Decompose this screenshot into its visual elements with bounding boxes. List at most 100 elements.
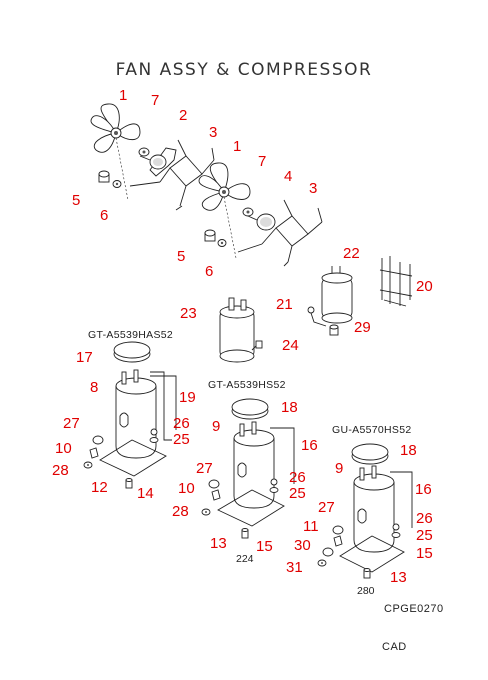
washer-25a xyxy=(149,437,159,443)
callout-18a: 18 xyxy=(281,399,298,416)
model-label-3: GU-A5570HS52 xyxy=(332,424,412,436)
callout-4: 4 xyxy=(284,168,292,185)
accumulator-22 xyxy=(321,266,353,324)
callout-21: 21 xyxy=(276,296,293,313)
base-plate-15a xyxy=(217,489,285,527)
callout-16a: 16 xyxy=(301,437,318,454)
bolt-13b xyxy=(363,568,371,579)
callout-10b: 10 xyxy=(178,480,195,497)
nut-26c xyxy=(392,523,400,531)
bolt-12 xyxy=(125,478,133,489)
callout-8: 8 xyxy=(90,379,98,396)
base-plate-15b xyxy=(339,535,405,573)
callout-6a: 6 xyxy=(100,207,108,224)
callout-1a: 1 xyxy=(119,87,127,104)
callout-13b: 13 xyxy=(390,569,407,586)
callout-28a: 28 xyxy=(52,462,69,479)
fan-blade-1 xyxy=(90,103,141,153)
model-label-2: GT-A5539HS52 xyxy=(208,379,286,391)
washer-6b xyxy=(217,239,227,247)
callout-6b: 6 xyxy=(205,263,213,280)
nut-24 xyxy=(251,340,263,351)
motor-bracket-1 xyxy=(129,139,215,211)
base-plate-14 xyxy=(99,439,167,477)
screw-21 xyxy=(307,306,327,327)
callout-7a: 7 xyxy=(151,92,159,109)
callout-27b: 27 xyxy=(196,460,213,477)
callout-22: 22 xyxy=(343,245,360,262)
callout-27c: 27 xyxy=(318,499,335,516)
callout-11: 11 xyxy=(303,518,319,535)
callout-26c: 26 xyxy=(416,510,433,527)
callout-29: 29 xyxy=(354,319,371,336)
compressor-cap-18a xyxy=(231,398,269,420)
bushing-5b xyxy=(204,229,216,242)
callout-10a: 10 xyxy=(55,440,72,457)
fan-motor-4 xyxy=(247,213,276,231)
callout-20: 20 xyxy=(416,278,433,295)
cad-label: CAD xyxy=(382,641,407,653)
callout-31: 31 xyxy=(286,559,303,576)
callout-13a: 13 xyxy=(210,535,227,552)
callout-30: 30 xyxy=(294,537,311,554)
fitting-27c xyxy=(332,525,344,535)
compressor-cap-18b xyxy=(351,443,389,465)
callout-15a: 15 xyxy=(256,538,273,555)
callout-12: 12 xyxy=(91,479,108,496)
grommet-29 xyxy=(329,324,339,336)
fitting-11 xyxy=(333,535,343,547)
callout-24: 24 xyxy=(282,337,299,354)
callout-25c: 25 xyxy=(416,527,433,544)
callout-18b: 18 xyxy=(400,442,417,459)
callout-26b: 26 xyxy=(289,469,306,486)
callout-14: 14 xyxy=(137,485,154,502)
diagram-title: FAN ASSY & COMPRESSOR xyxy=(115,60,373,80)
fitting-10b xyxy=(211,489,221,501)
compressor-cap-17 xyxy=(113,341,151,363)
callout-9b: 9 xyxy=(335,460,343,477)
soundproof-19 xyxy=(150,375,177,430)
motor-bracket-2 xyxy=(237,199,323,267)
nut-26a xyxy=(150,428,158,436)
callout-15b: 15 xyxy=(416,545,433,562)
bracket-20 xyxy=(379,256,413,307)
callout-28b: 28 xyxy=(172,503,189,520)
washer-28b xyxy=(201,508,211,516)
washer-25b xyxy=(269,487,279,493)
compressor-8 xyxy=(115,369,172,459)
callout-5a: 5 xyxy=(72,192,80,209)
callout-1b: 1 xyxy=(233,138,241,155)
fan-motor-2 xyxy=(139,154,167,170)
sub-label-224: 224 xyxy=(236,553,254,565)
fan-nut-7b xyxy=(242,207,254,217)
callout-27a: 27 xyxy=(63,415,80,432)
bushing-5a xyxy=(98,170,110,183)
washer-25c xyxy=(391,532,401,538)
nut-26b xyxy=(270,478,278,486)
bolt-13a xyxy=(241,528,249,539)
cover-23 xyxy=(219,297,255,363)
callout-17: 17 xyxy=(76,349,93,366)
callout-5b: 5 xyxy=(177,248,185,265)
soundproof-16a xyxy=(270,427,295,484)
drawing-code: CPGE0270 xyxy=(384,603,444,615)
fitting-27a xyxy=(92,435,104,445)
washer-31 xyxy=(317,559,327,567)
compressor-9a xyxy=(233,421,275,509)
callout-7b: 7 xyxy=(258,153,266,170)
callout-25b: 25 xyxy=(289,485,306,502)
fitting-10a xyxy=(89,447,99,459)
compressor-9b xyxy=(353,465,395,553)
washer-28a xyxy=(83,461,93,469)
callout-9a: 9 xyxy=(212,418,220,435)
soundproof-16b xyxy=(390,471,413,528)
callout-3a: 3 xyxy=(209,124,217,141)
model-label-1: GT-A5539HAS52 xyxy=(88,329,174,341)
washer-6a xyxy=(112,180,122,188)
fitting-27b xyxy=(208,479,220,489)
fitting-30 xyxy=(322,547,334,557)
callout-26a: 26 xyxy=(173,415,190,432)
callout-2: 2 xyxy=(179,107,187,124)
callout-23: 23 xyxy=(180,305,197,322)
